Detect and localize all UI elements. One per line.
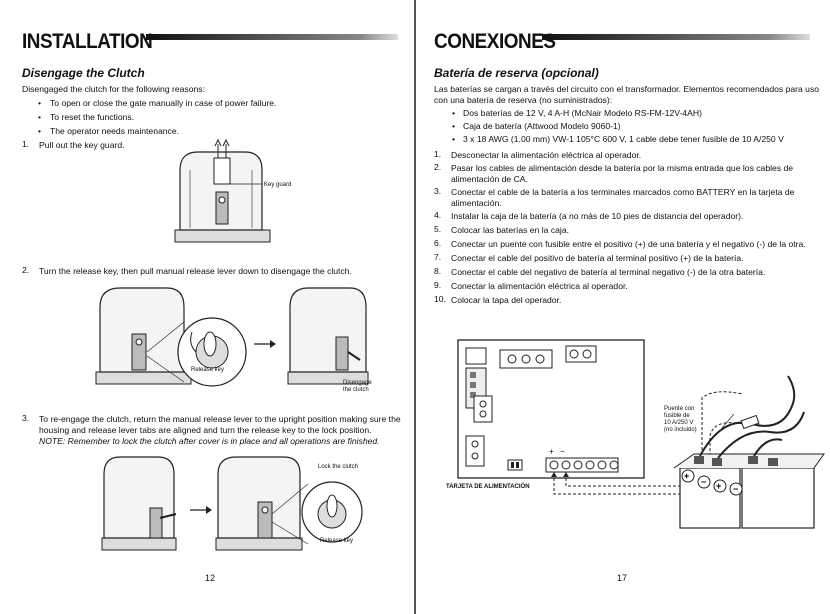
page-title: INSTALLATION (22, 30, 153, 53)
step-text: Turn the release key, then pull manual r… (39, 266, 352, 276)
step-text: Conectar el cable de la batería a los te… (451, 187, 795, 197)
svg-text:+: + (549, 447, 554, 456)
svg-text:+: + (684, 471, 689, 481)
fuse-caption-4: (no incluido) (664, 427, 697, 433)
bullet-dot: • (452, 121, 456, 131)
step-text: Conectar la alimentación eléctrica al op… (451, 281, 628, 291)
caption-disengage-1: Disengage (343, 380, 372, 386)
bullet-text: Caja de batería (Attwood Modelo 9060-1) (463, 121, 621, 131)
caption-lock-clutch: Lock the clutch (318, 464, 359, 470)
caption-release-key: Release key (320, 538, 354, 544)
title-rule (542, 34, 810, 40)
operator-key-guard-illustration (174, 138, 271, 243)
step-text: To re-engage the clutch, return the manu… (39, 414, 401, 424)
step-text: alimentación de CA. (451, 174, 528, 184)
step-number: 5. (434, 224, 442, 234)
step-text: Desconectar la alimentación eléctrica al… (451, 150, 642, 160)
title-rule (146, 34, 398, 40)
step-number: 2. (22, 265, 30, 275)
step-text: Colocar las baterías en la caja. (451, 225, 569, 235)
step-text: alimentación. (451, 198, 502, 208)
lock-clutch-illustration (101, 456, 363, 551)
step-text: Conectar el cable del negativo de baterí… (451, 267, 766, 277)
step-text: Pasar los cables de alimentación desde l… (451, 163, 794, 173)
step-number: 9. (434, 280, 442, 290)
page-number: 17 (617, 573, 628, 583)
step-text: Colocar la tapa del operador. (451, 295, 562, 305)
caption-release-key: Release key (191, 367, 225, 373)
caption-key-guard: Key guard (264, 182, 292, 188)
bullet-dot: • (38, 112, 42, 122)
bullet-dot: • (452, 134, 456, 144)
battery-wiring-diagram: + − + − + − (457, 339, 825, 529)
section-subtitle: Batería de reserva (opcional) (434, 66, 599, 80)
step-text: Pull out the key guard. (39, 140, 125, 150)
intro-text: con una batería de reserva (no suministr… (434, 95, 613, 105)
bullet-text: Dos baterías de 12 V, 4 A-H (McNair Mode… (463, 108, 702, 118)
fuse-caption-1: Puente con (664, 406, 695, 412)
step-number: 6. (434, 238, 442, 248)
bullet-text: The operator needs maintenance. (50, 126, 179, 136)
step-number: 8. (434, 266, 442, 276)
board-label: TARJETA DE ALIMENTACIÓN (446, 484, 530, 490)
bullet-dot: • (452, 108, 456, 118)
svg-text:−: − (733, 484, 738, 494)
intro-text: Las baterías se cargan a través del circ… (434, 84, 820, 94)
bullet-text: To open or close the gate manually in ca… (50, 98, 277, 108)
page-right: CONEXIONES Batería de reserva (opcional)… (416, 0, 830, 614)
caption-disengage-2: the clutch (343, 387, 369, 393)
step-text: housing and release lever tabs are align… (39, 425, 372, 435)
release-key-illustration (95, 287, 369, 387)
step-text: Conectar el cable del positivo de baterí… (451, 253, 744, 263)
step-number: 10. (434, 294, 446, 304)
fuse-caption-3: 10 A/250 V (664, 420, 694, 426)
svg-text:−: − (701, 477, 706, 487)
intro-text: Disengaged the clutch for the following … (22, 84, 205, 94)
page-number: 12 (205, 573, 216, 583)
section-subtitle: Disengage the Clutch (22, 66, 145, 80)
step-number: 3. (22, 413, 30, 423)
svg-text:+: + (716, 481, 721, 491)
step-number: 7. (434, 252, 442, 262)
bullet-text: To reset the functions. (50, 112, 135, 122)
page-divider (414, 0, 416, 614)
step-text: Conectar un puente con fusible entre el … (451, 239, 806, 249)
bullet-text: 3 x 18 AWG (1.00 mm) VW-1 105°C 600 V, 1… (463, 134, 784, 144)
bullet-dot: • (38, 98, 42, 108)
page-left: INSTALLATION Disengage the Clutch Diseng… (0, 0, 414, 614)
step-number: 2. (434, 162, 442, 172)
step-text: Instalar la caja de la batería (a no más… (451, 211, 744, 221)
note-text: NOTE: Remember to lock the clutch after … (39, 436, 380, 446)
page-title: CONEXIONES (434, 30, 556, 53)
step-number: 1. (434, 149, 442, 159)
svg-text:−: − (560, 447, 565, 456)
step-number: 4. (434, 210, 442, 220)
fuse-caption-2: fusible de (664, 413, 690, 419)
step-number: 3. (434, 186, 442, 196)
bullet-dot: • (38, 126, 42, 136)
step-number: 1. (22, 139, 30, 149)
